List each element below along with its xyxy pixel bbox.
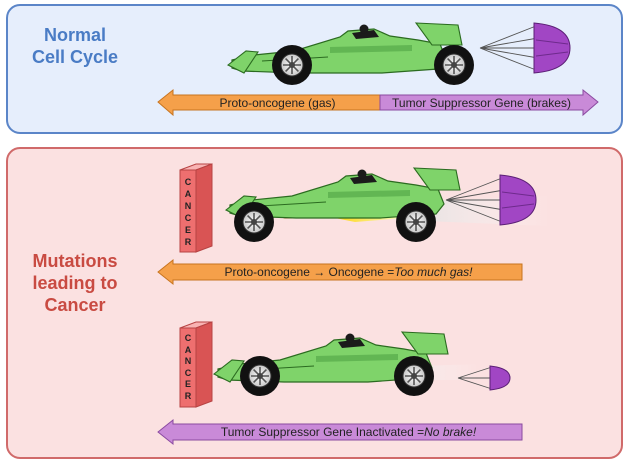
inactivated-label-text: Tumor Suppressor Gene Inactivated = xyxy=(220,425,425,439)
proto-oncogene-gas-label: Proto-oncogene (gas) xyxy=(219,95,336,110)
oncogene-label-text: Proto-oncogene → Oncogene = xyxy=(224,265,395,279)
normal-cell-cycle-heading: Normal Cell Cycle xyxy=(31,25,119,67)
tumor-suppressor-brakes-label: Tumor Suppressor Gene (brakes) xyxy=(392,95,571,110)
brake-arrow-normal xyxy=(379,88,599,117)
normal-race-car xyxy=(227,22,475,86)
no-brake-emphasis: No brake! xyxy=(424,425,477,439)
cancer-wall-2 xyxy=(179,321,213,408)
mutations-cancer-heading: Mutations leading to Cancer xyxy=(32,251,118,315)
wall-letter: C xyxy=(184,213,192,223)
too-much-gas-arrow xyxy=(157,258,523,286)
normal-parachute xyxy=(479,22,571,74)
wall-letter: N xyxy=(184,201,192,211)
tumor-suppressor-inactivated-label: Tumor Suppressor Gene Inactivated = No b… xyxy=(175,424,522,440)
wall-letter: A xyxy=(184,344,192,355)
wall-letter: A xyxy=(184,189,192,199)
no-brake-arrow xyxy=(157,418,523,446)
cancer-wall-1 xyxy=(179,163,213,253)
wall-letter: R xyxy=(184,390,192,401)
too-much-gas-emphasis: Too much gas! xyxy=(394,265,473,279)
wall-letter: E xyxy=(184,379,191,389)
wall-letter: C xyxy=(184,367,192,378)
wall-letter: C xyxy=(184,333,192,343)
no-brake-race-car xyxy=(213,331,478,397)
wall-letter: E xyxy=(184,225,191,235)
wall-letter: R xyxy=(184,237,192,247)
wall-letter: N xyxy=(184,356,192,366)
oncogene-too-much-gas-label: Proto-oncogene → Oncogene = Too much gas… xyxy=(175,264,522,280)
wall-letter: C xyxy=(184,177,192,187)
